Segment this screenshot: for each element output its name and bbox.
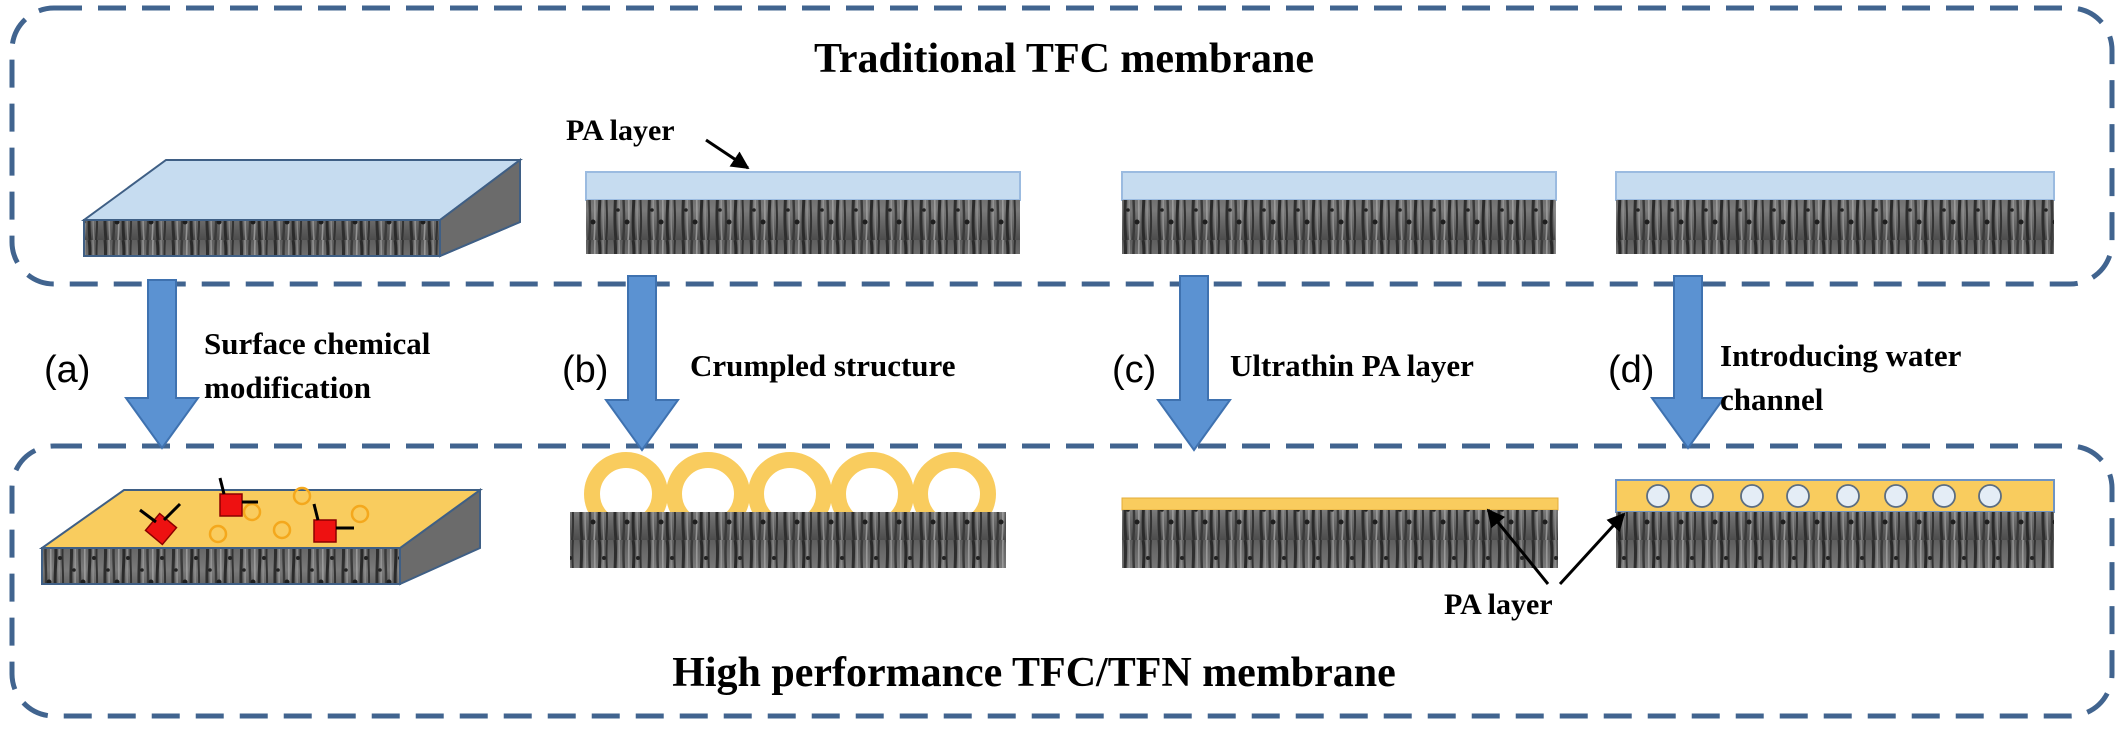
modifier-group-1 (139, 502, 182, 546)
pa-layer-strip (585, 171, 1021, 201)
porous-support (1122, 510, 1558, 568)
ring (208, 524, 228, 544)
bottom-panel-title: High performance TFC/TFN membrane (672, 650, 1396, 696)
pa-layer-pointer-ultrathin (1486, 508, 1550, 585)
down-arrow-c (1156, 275, 1232, 452)
pa-layer-label-bottom: PA layer (1444, 588, 1553, 621)
modifier-bond (139, 508, 157, 524)
traditional-membrane-section-d (1615, 171, 2055, 254)
pa-layer-pointer-top (705, 138, 750, 170)
modifier-square (219, 493, 243, 517)
step-letter-a: (a) (44, 349, 90, 391)
traditional-membrane-section-b (585, 171, 1021, 254)
water-channel (1884, 484, 1908, 508)
porous-support (586, 200, 1020, 254)
modifier-group-3 (312, 503, 354, 543)
porous-support (1616, 512, 2054, 568)
water-channel (1932, 484, 1956, 508)
step-text-d-line1: Introducing water (1720, 338, 1962, 373)
step-text-a-line1: Surface chemical (204, 326, 431, 361)
ring (350, 504, 370, 524)
down-arrow-a (124, 279, 200, 450)
ring (292, 486, 312, 506)
modifier-group-2 (218, 477, 258, 517)
step-text-b-line1: Crumpled structure (690, 348, 955, 383)
step-text-d-line2: channel (1720, 382, 1824, 417)
down-arrow-d (1650, 275, 1726, 450)
water-channel (1786, 484, 1810, 508)
modifier-bond (162, 502, 182, 522)
water-channel (1978, 484, 2002, 508)
step-text-a-line2: modification (204, 370, 371, 405)
nanoparticle-rings (208, 486, 370, 544)
water-channels (1646, 484, 2002, 508)
traditional-membrane-3d (80, 158, 523, 258)
membrane-support-front (83, 219, 441, 257)
pa-layer-strip (1121, 171, 1557, 201)
ring (272, 520, 292, 540)
ring (242, 502, 262, 522)
traditional-membrane-section-c (1121, 171, 1557, 254)
porous-support (570, 512, 1006, 568)
porous-support (1616, 200, 2054, 254)
ultrathin-membrane-section (1121, 497, 1559, 568)
water-channel (1836, 484, 1860, 508)
modified-membrane-3d (38, 477, 484, 586)
water-channel (1646, 484, 1670, 508)
membrane-side-right (439, 158, 521, 258)
top-panel-title: Traditional TFC membrane (814, 36, 1314, 82)
step-letter-d: (d) (1608, 349, 1654, 391)
step-letter-c: (c) (1112, 349, 1156, 391)
process-arrows (124, 275, 1726, 452)
membrane-support-front (41, 547, 401, 585)
water-channel-membrane-section (1615, 479, 2055, 568)
pa-layer-strip (1615, 171, 2055, 201)
pa-layer-pointer-channel (1558, 512, 1626, 586)
step-letter-b: (b) (562, 349, 608, 391)
crumpled-membrane-section (570, 452, 1006, 568)
water-channel (1690, 484, 1714, 508)
bottom-panel-border (9, 443, 2115, 719)
modifier-bond (218, 477, 226, 495)
modifier-square (313, 519, 337, 543)
water-channel (1740, 484, 1764, 508)
pa-layer-label-top: PA layer (566, 114, 675, 147)
porous-support (1122, 200, 1556, 254)
step-text-c-line1: Ultrathin PA layer (1230, 348, 1474, 383)
down-arrow-b (604, 275, 680, 452)
modifier-bond (312, 503, 320, 521)
ultrathin-pa-layer (1121, 497, 1559, 511)
top-panel-border (9, 5, 2115, 287)
